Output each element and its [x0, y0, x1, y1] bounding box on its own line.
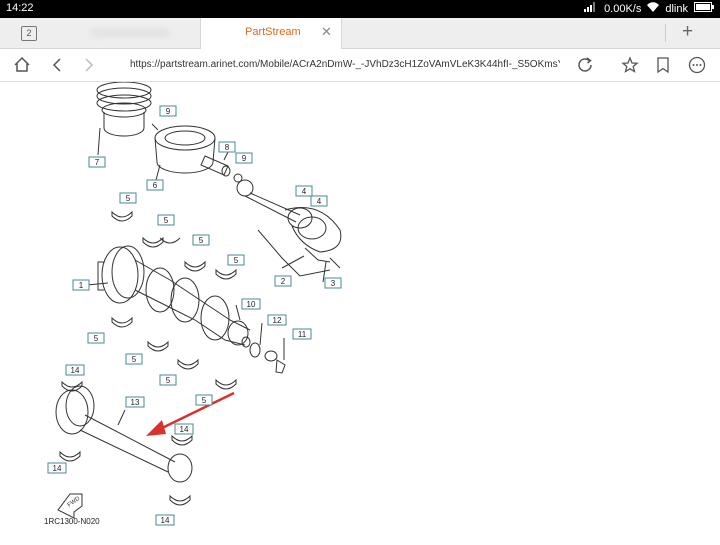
page-content: FWD 1RC1300-N020 1 2 3 4 4 5 5 5 5 5 5 5… [0, 81, 720, 540]
callout-8[interactable]: 8 [218, 141, 236, 153]
tab-close-icon[interactable]: ✕ [321, 24, 332, 39]
callout-6[interactable]: 6 [146, 179, 164, 191]
svg-text:8: 8 [225, 143, 230, 152]
star-icon[interactable] [619, 54, 641, 76]
svg-text:5: 5 [199, 236, 204, 245]
callout-7[interactable]: 7 [88, 156, 106, 168]
tab-count-button[interactable]: 2 [21, 26, 37, 41]
new-tab-plus-icon[interactable]: + [682, 21, 694, 42]
callout-5g[interactable]: 5 [159, 374, 177, 386]
bearing-shells-drawing [59, 210, 237, 506]
red-arrow-icon [146, 391, 235, 436]
callout-14b[interactable]: 14 [174, 423, 194, 435]
balancer-shaft-drawing [55, 385, 193, 483]
callout-14a[interactable]: 14 [65, 364, 85, 376]
callout-5a[interactable]: 5 [119, 192, 137, 204]
more-menu-icon[interactable] [686, 54, 708, 76]
callout-5i[interactable]: 5 [151, 342, 167, 352]
status-right: 0.00K/s dlink [584, 2, 714, 15]
net-speed: 0.00K/s [604, 2, 642, 15]
crankshaft-drawing [86, 245, 251, 348]
svg-text:9: 9 [166, 107, 171, 116]
svg-text:1: 1 [79, 281, 84, 290]
status-time: 14:22 [6, 2, 34, 14]
svg-text:5: 5 [126, 194, 131, 203]
svg-text:14: 14 [53, 464, 62, 473]
svg-text:12: 12 [273, 316, 282, 325]
wifi-name: dlink [665, 2, 688, 15]
callout-10[interactable]: 10 [241, 298, 261, 310]
callout-5h[interactable]: 5 [195, 394, 213, 406]
home-icon[interactable] [11, 54, 33, 76]
callout-5f[interactable]: 5 [125, 353, 143, 365]
callout-14c[interactable]: 14 [47, 462, 67, 474]
signal-icon [584, 2, 598, 15]
parts-diagram[interactable]: FWD 1RC1300-N020 1 2 3 4 4 5 5 5 5 5 5 5… [0, 81, 720, 540]
blurred-tab-title [90, 28, 170, 38]
back-icon[interactable] [46, 54, 68, 76]
callout-12[interactable]: 12 [267, 314, 287, 326]
svg-text:5: 5 [166, 376, 171, 385]
callout-4b[interactable]: 4 [310, 195, 328, 207]
callout-5c[interactable]: 5 [192, 234, 210, 246]
wifi-icon [647, 2, 660, 15]
piston-pin-drawing [200, 151, 243, 183]
svg-text:3: 3 [331, 279, 336, 288]
svg-text:5: 5 [132, 355, 137, 364]
svg-text:2: 2 [281, 277, 286, 286]
battery-icon [694, 2, 714, 15]
piston-drawing [151, 123, 216, 181]
svg-text:11: 11 [298, 330, 307, 339]
svg-text:4: 4 [317, 197, 322, 206]
forward-icon[interactable] [78, 54, 100, 76]
svg-text:4: 4 [302, 187, 307, 196]
svg-text:5: 5 [94, 334, 99, 343]
svg-text:5: 5 [164, 216, 169, 225]
callout-5d[interactable]: 5 [227, 254, 245, 266]
crank-bolt-drawing [235, 304, 286, 374]
tab-active-title: PartStream [245, 26, 301, 38]
callout-2[interactable]: 2 [274, 275, 292, 287]
browser-toolbar: https://partstream.arinet.com/Mobile/ACr… [0, 49, 720, 82]
svg-text:14: 14 [161, 516, 170, 525]
url-bar[interactable]: https://partstream.arinet.com/Mobile/ACr… [130, 59, 560, 70]
svg-text:7: 7 [95, 158, 100, 167]
connecting-rod-drawing [236, 179, 342, 283]
callout-14d[interactable]: 14 [155, 514, 175, 526]
svg-text:13: 13 [131, 398, 140, 407]
tab-bar: 2 PartStream ✕ + [0, 18, 720, 49]
svg-text:6: 6 [153, 181, 158, 190]
reload-icon[interactable] [574, 54, 596, 76]
bookmark-icon[interactable] [652, 54, 674, 76]
callout-9b[interactable]: 9 [235, 152, 253, 164]
drawing-code: 1RC1300-N020 [44, 517, 100, 526]
callout-1[interactable]: 1 [72, 279, 90, 291]
callout-9a[interactable]: 9 [159, 105, 177, 117]
status-bar: 14:22 0.00K/s dlink [0, 0, 720, 18]
svg-text:10: 10 [247, 300, 256, 309]
callout-5j[interactable]: 5 [185, 360, 201, 370]
callout-5e[interactable]: 5 [87, 332, 105, 344]
callout-4a[interactable]: 4 [295, 185, 313, 197]
tab-divider [665, 24, 666, 42]
tab-inactive[interactable] [62, 18, 200, 48]
tab-active[interactable]: PartStream ✕ [200, 18, 342, 49]
callout-11[interactable]: 11 [292, 328, 312, 340]
fwd-arrow-icon: FWD [57, 493, 83, 519]
svg-text:14: 14 [180, 425, 189, 434]
piston-rings-drawing [96, 81, 152, 156]
fwd-label: FWD [67, 496, 82, 509]
callout-5b[interactable]: 5 [157, 214, 175, 226]
svg-text:5: 5 [202, 396, 207, 405]
svg-text:14: 14 [71, 366, 80, 375]
svg-text:9: 9 [242, 154, 247, 163]
callout-13[interactable]: 13 [125, 396, 145, 408]
callout-3[interactable]: 3 [324, 277, 342, 289]
svg-text:5: 5 [234, 256, 239, 265]
